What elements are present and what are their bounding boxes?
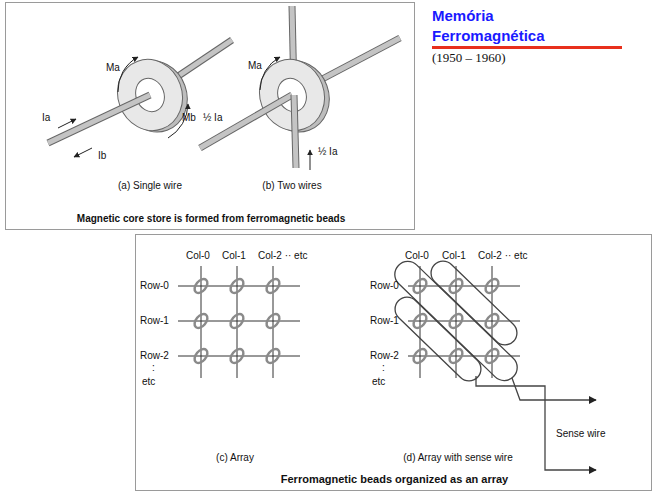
figure-panel: Ferromagnetic beads organized as an arra… [135, 234, 652, 491]
figure-label: : [382, 362, 385, 374]
figure-label: Ma [248, 60, 262, 72]
slide-title: Memória Ferromagnética [432, 6, 557, 46]
figure-label: Mb [182, 112, 196, 124]
core-array [178, 266, 520, 378]
date-range: (1950 – 1960) [432, 50, 506, 66]
figure-label: Row-1 [370, 315, 399, 327]
figure-label: (a) Single wire [118, 180, 182, 192]
figure-label: (b) Two wires [262, 180, 321, 192]
figure-label: Row-2 [370, 350, 399, 362]
figure-label: Sense wire [556, 428, 605, 440]
figure-label: Row-1 [140, 315, 169, 327]
figure-label: (d) Array with sense wire [403, 452, 512, 464]
figure-label: etc [372, 376, 385, 388]
figure-label: Ib [98, 150, 106, 162]
figure-label: Col-2 ·· etc [258, 250, 307, 262]
figure-label: Col-0 [405, 250, 429, 262]
figure-label: etc [142, 376, 155, 388]
figure-label: Col-0 [186, 250, 210, 262]
figure-label: Ma [106, 62, 120, 74]
figure-label: Row-0 [140, 280, 169, 292]
figure-label: : [152, 362, 155, 374]
figure-label: Ia [42, 112, 50, 124]
two-wire-core [200, 6, 400, 170]
figure-label: (c) Array [216, 452, 254, 464]
figure-label: ½ Ia [203, 112, 222, 124]
title-bar [432, 46, 622, 49]
figure-label: Col-2 ·· etc [478, 250, 527, 262]
figure-label: Col-1 [222, 250, 246, 262]
figure-label: Col-1 [442, 250, 466, 262]
figure-caption: Magnetic core store is formed from ferro… [77, 213, 345, 224]
figure-label: Row-2 [140, 350, 169, 362]
figure-label: ½ Ia [318, 146, 337, 158]
figure-label: Row-0 [370, 280, 399, 292]
single-wire-core [48, 40, 232, 157]
figure-caption: Ferromagnetic beads organized as an arra… [281, 473, 508, 485]
